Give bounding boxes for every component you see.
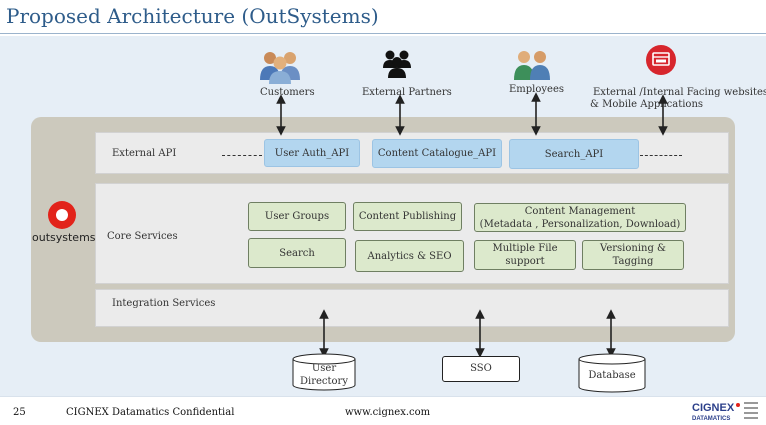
page-number: 25 bbox=[13, 407, 26, 418]
outsystems-logo-text: outsystems bbox=[32, 231, 96, 244]
analytics-seo-box: Analytics & SEO bbox=[355, 240, 464, 272]
versioning-line1: Versioning & bbox=[600, 243, 666, 254]
database-cylinder bbox=[578, 353, 646, 393]
multiple-file-line1: Multiple File bbox=[492, 243, 558, 254]
website-label: External /Internal Facing websites & Mob… bbox=[590, 87, 766, 111]
user-directory-line1: User bbox=[311, 363, 337, 374]
versioning-line2: Tagging bbox=[612, 256, 654, 267]
external-api-label: External API bbox=[112, 148, 177, 159]
cignex-logo-icon: CIGNEX DATAMATICS bbox=[692, 402, 758, 422]
website-url: www.cignex.com bbox=[345, 407, 431, 418]
content-publishing-box: Content Publishing bbox=[353, 202, 462, 231]
versioning-tagging-box: Versioning & Tagging bbox=[582, 240, 684, 270]
svg-text:DATAMATICS: DATAMATICS bbox=[692, 416, 730, 422]
user-groups-box: User Groups bbox=[248, 202, 346, 231]
user-directory-cylinder bbox=[292, 353, 356, 391]
core-services-label: Core Services bbox=[107, 231, 178, 242]
search-api-box: Search_API bbox=[509, 139, 639, 169]
dash-connector-right bbox=[640, 155, 682, 156]
partners-icon bbox=[383, 50, 411, 78]
website-icon bbox=[646, 45, 676, 75]
slide-title: Proposed Architecture (OutSystems) bbox=[6, 4, 379, 28]
content-management-title: Content Management bbox=[524, 205, 636, 217]
confidential-notice: CIGNEX Datamatics Confidential bbox=[66, 407, 235, 418]
footer-divider bbox=[0, 396, 766, 397]
website-label-line1: External /Internal Facing websites bbox=[593, 87, 766, 98]
customers-label: Customers bbox=[260, 87, 315, 98]
sso-box: SSO bbox=[442, 356, 520, 382]
employees-icon bbox=[514, 51, 550, 80]
partners-label: External Partners bbox=[362, 87, 452, 98]
dash-connector-left bbox=[222, 155, 262, 156]
integration-services-row bbox=[95, 289, 729, 327]
integration-services-label: Integration Services bbox=[112, 298, 216, 309]
search-box: Search bbox=[248, 238, 346, 268]
user-directory-label: User Directory bbox=[292, 362, 356, 388]
user-auth-api-box: User Auth_API bbox=[264, 139, 360, 167]
employees-label: Employees bbox=[509, 84, 565, 95]
multiple-file-line2: support bbox=[505, 256, 545, 267]
outsystems-logo-icon bbox=[48, 201, 76, 229]
content-catalogue-api-box: Content Catalogue_API bbox=[372, 139, 502, 168]
title-divider bbox=[0, 33, 766, 34]
content-management-box: Content Management (Metadata , Personali… bbox=[474, 203, 686, 232]
database-label: Database bbox=[588, 370, 636, 381]
website-label-line2: & Mobile Applications bbox=[590, 99, 704, 110]
multiple-file-support-box: Multiple File support bbox=[474, 240, 576, 270]
customers-icon bbox=[260, 52, 300, 84]
user-directory-line2: Directory bbox=[300, 376, 348, 387]
svg-text:CIGNEX: CIGNEX bbox=[692, 402, 735, 414]
content-management-detail: (Metadata , Personalization, Download) bbox=[479, 218, 681, 230]
